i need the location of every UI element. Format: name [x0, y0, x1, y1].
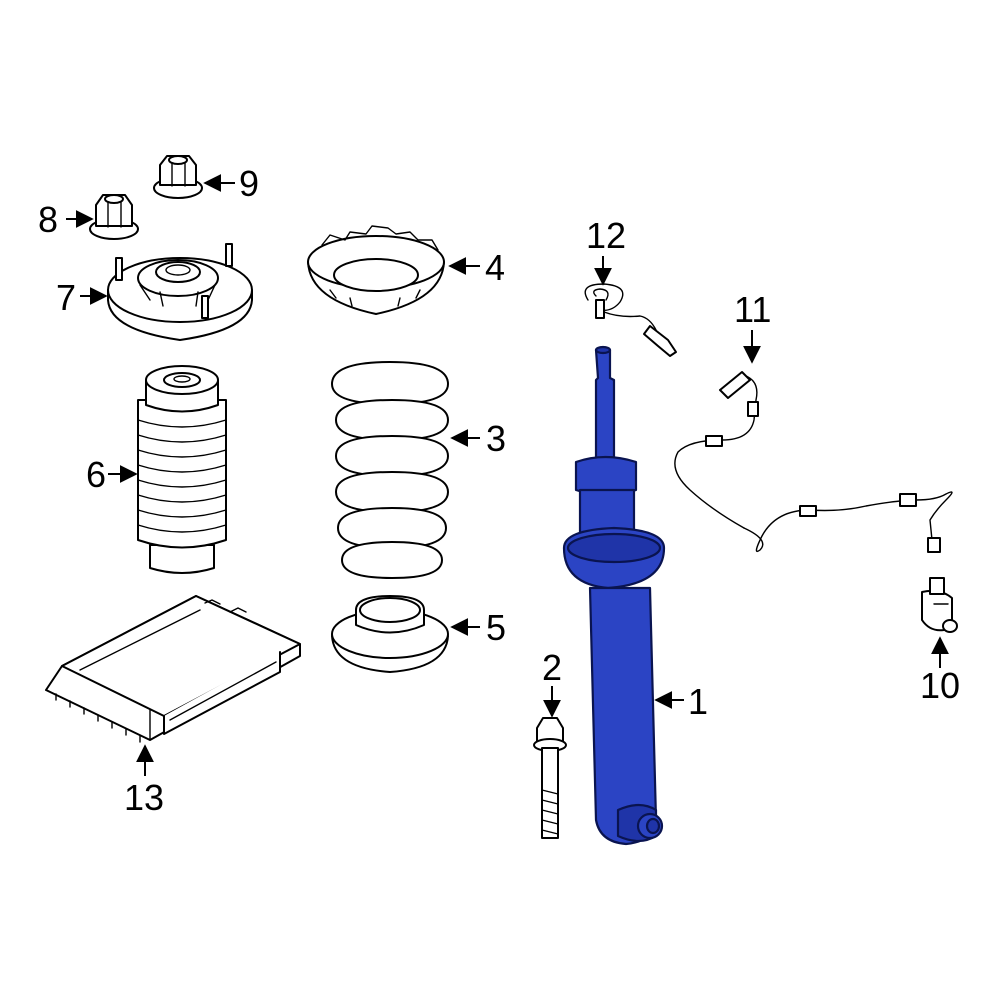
upper-spring-seat-4 [307, 225, 445, 315]
shock-absorber-strut-1 [562, 345, 666, 846]
bolt-2 [533, 717, 567, 839]
lower-spring-seat-5 [331, 595, 449, 673]
callout-10: 10 [920, 665, 960, 706]
upper-strut-mount-7 [107, 243, 253, 341]
callout-3: 3 [486, 418, 506, 459]
callout-13: 13 [124, 777, 164, 818]
dust-boot-6 [137, 365, 227, 574]
control-module-13 [45, 595, 301, 743]
callout-12: 12 [586, 215, 626, 256]
sensor-harness-11 [674, 371, 953, 553]
callout-4: 4 [485, 247, 505, 288]
callout-11: 11 [734, 289, 771, 330]
leader-lines [66, 174, 949, 776]
callout-2: 2 [542, 647, 562, 688]
callout-8: 8 [38, 199, 58, 240]
flange-nut-9 [153, 155, 203, 199]
callout-9: 9 [239, 163, 259, 204]
coil-spring-3 [331, 361, 449, 579]
callout-5: 5 [486, 607, 506, 648]
callout-1: 1 [688, 681, 708, 722]
sensor-12 [584, 283, 677, 357]
flange-nut-8 [89, 194, 139, 240]
callout-6: 6 [86, 454, 106, 495]
sensor-connector-10 [921, 577, 958, 633]
callout-7: 7 [56, 277, 76, 318]
